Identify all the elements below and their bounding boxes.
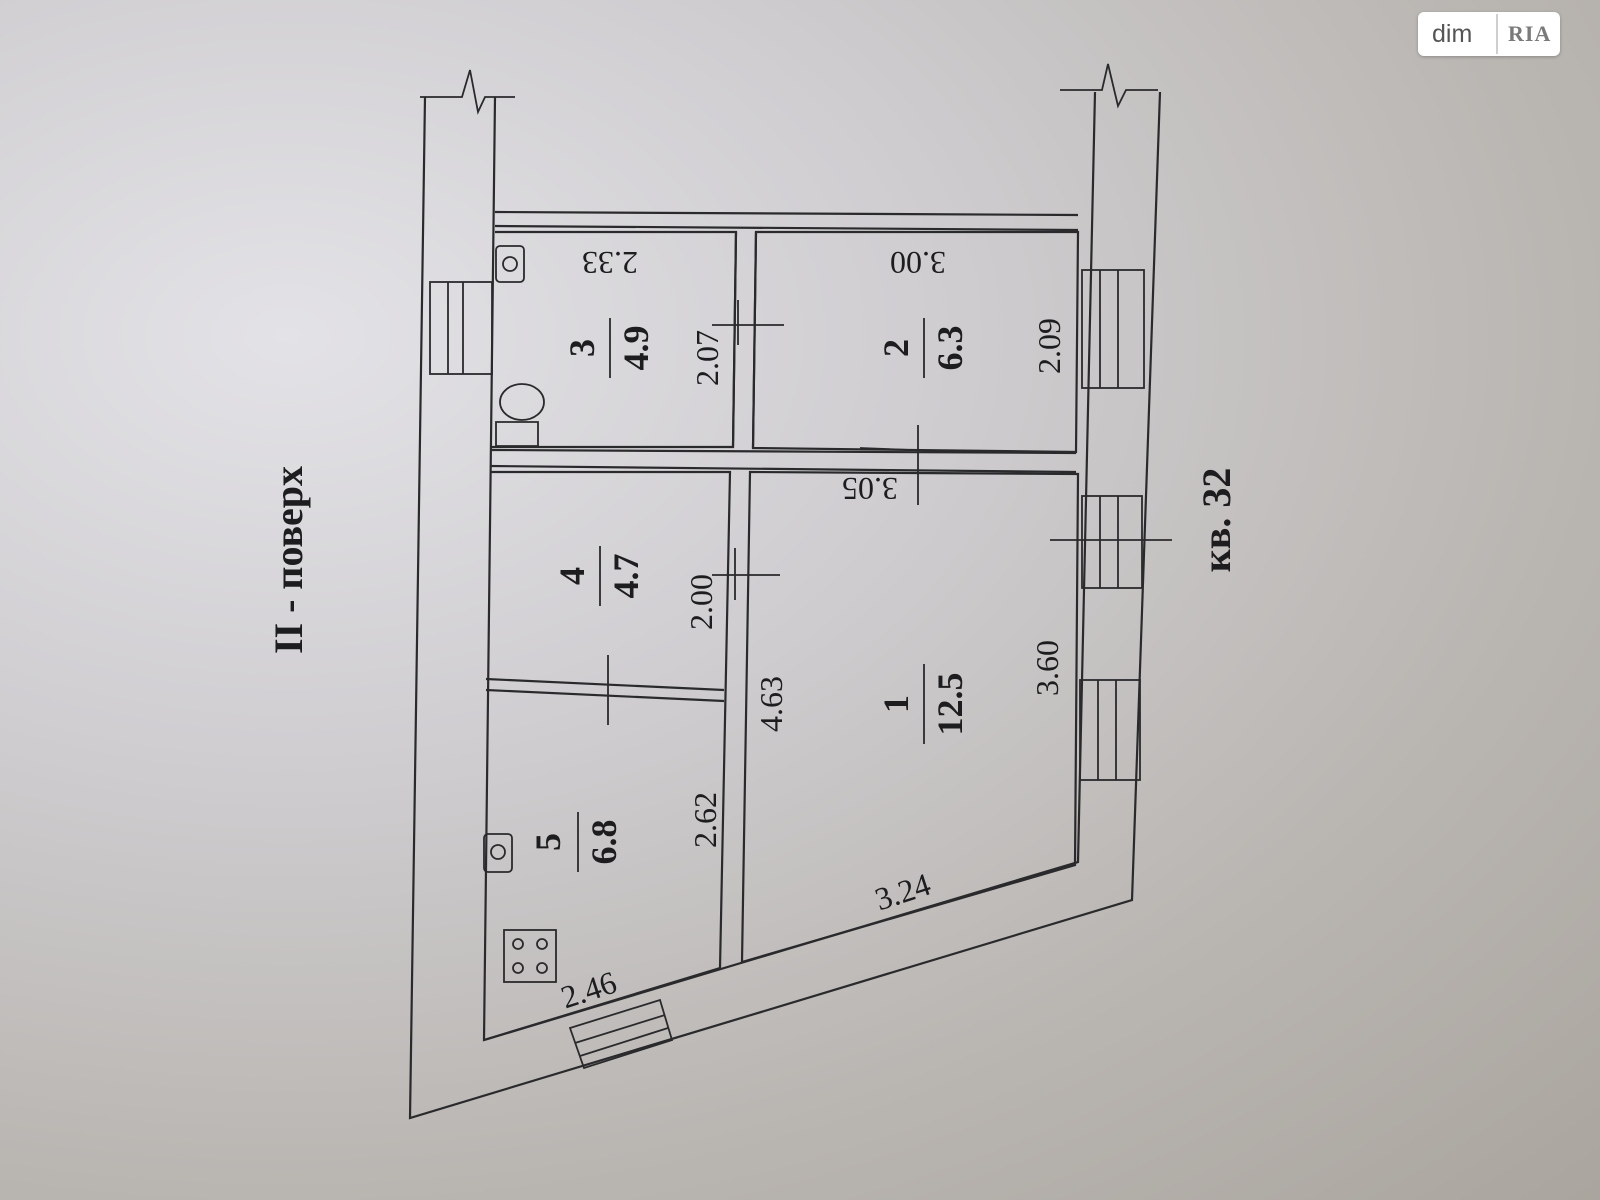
room-area: 12.5 xyxy=(930,673,970,736)
top-band xyxy=(494,210,1079,232)
floor-title: II - поверх xyxy=(266,466,311,654)
room-2-label: 2 6.3 xyxy=(876,318,970,378)
window-room1-a xyxy=(1081,495,1143,589)
room-area: 4.7 xyxy=(606,554,646,599)
windows xyxy=(429,269,1145,1070)
dim-room3-top: 2.33 xyxy=(582,245,638,281)
watermark-dim-text: dim xyxy=(1432,19,1473,48)
dim-room1-top: 3.05 xyxy=(842,471,898,507)
toilet-icon xyxy=(499,383,545,421)
room-area: 6.3 xyxy=(930,326,970,371)
room-5-label: 5 6.8 xyxy=(528,812,624,872)
room-1-label: 1 12.5 xyxy=(876,664,970,744)
room-number: 5 xyxy=(528,833,568,851)
room-number: 1 xyxy=(876,695,916,713)
window-room1-b xyxy=(1079,679,1141,781)
room-area: 4.9 xyxy=(616,326,656,371)
watermark-logo: dim RIA xyxy=(1418,12,1560,56)
dim-room1-right: 3.60 xyxy=(1029,640,1065,696)
dim-room1-left: 4.63 xyxy=(753,676,789,732)
stove-icon xyxy=(503,929,557,983)
wall-break-left xyxy=(420,69,515,115)
room-number: 3 xyxy=(562,339,602,357)
room-3-label: 3 4.9 xyxy=(562,318,656,378)
apartment-label: кв. 32 xyxy=(1194,468,1239,573)
dim-room3-side: 2.07 xyxy=(689,330,725,386)
fixtures xyxy=(483,245,557,983)
watermark-ria-text: RIA xyxy=(1508,21,1552,46)
door-marks xyxy=(607,300,1172,725)
room-4-label: 4 4.7 xyxy=(552,546,646,606)
outer-walls xyxy=(408,63,1162,1120)
room-walls xyxy=(483,230,1080,1042)
window-room2 xyxy=(1081,269,1145,389)
sink-icon-room3 xyxy=(495,245,525,283)
room-number: 4 xyxy=(552,567,592,585)
room-number: 2 xyxy=(876,339,916,357)
room-area: 6.8 xyxy=(584,820,624,865)
window-left xyxy=(429,281,493,375)
wall-break-right xyxy=(1060,63,1158,109)
dim-room2-top: 3.00 xyxy=(890,245,946,281)
watermark-separator xyxy=(1496,14,1498,54)
sink-icon-room5 xyxy=(483,833,513,873)
window-room5 xyxy=(568,998,674,1070)
dim-room5-bottom: 2.46 xyxy=(556,964,620,1016)
dim-room4-side: 2.00 xyxy=(683,574,719,630)
dim-room5-side: 2.62 xyxy=(687,792,723,848)
toilet-tank-icon xyxy=(495,421,539,447)
dim-room2-side: 2.09 xyxy=(1031,318,1067,374)
